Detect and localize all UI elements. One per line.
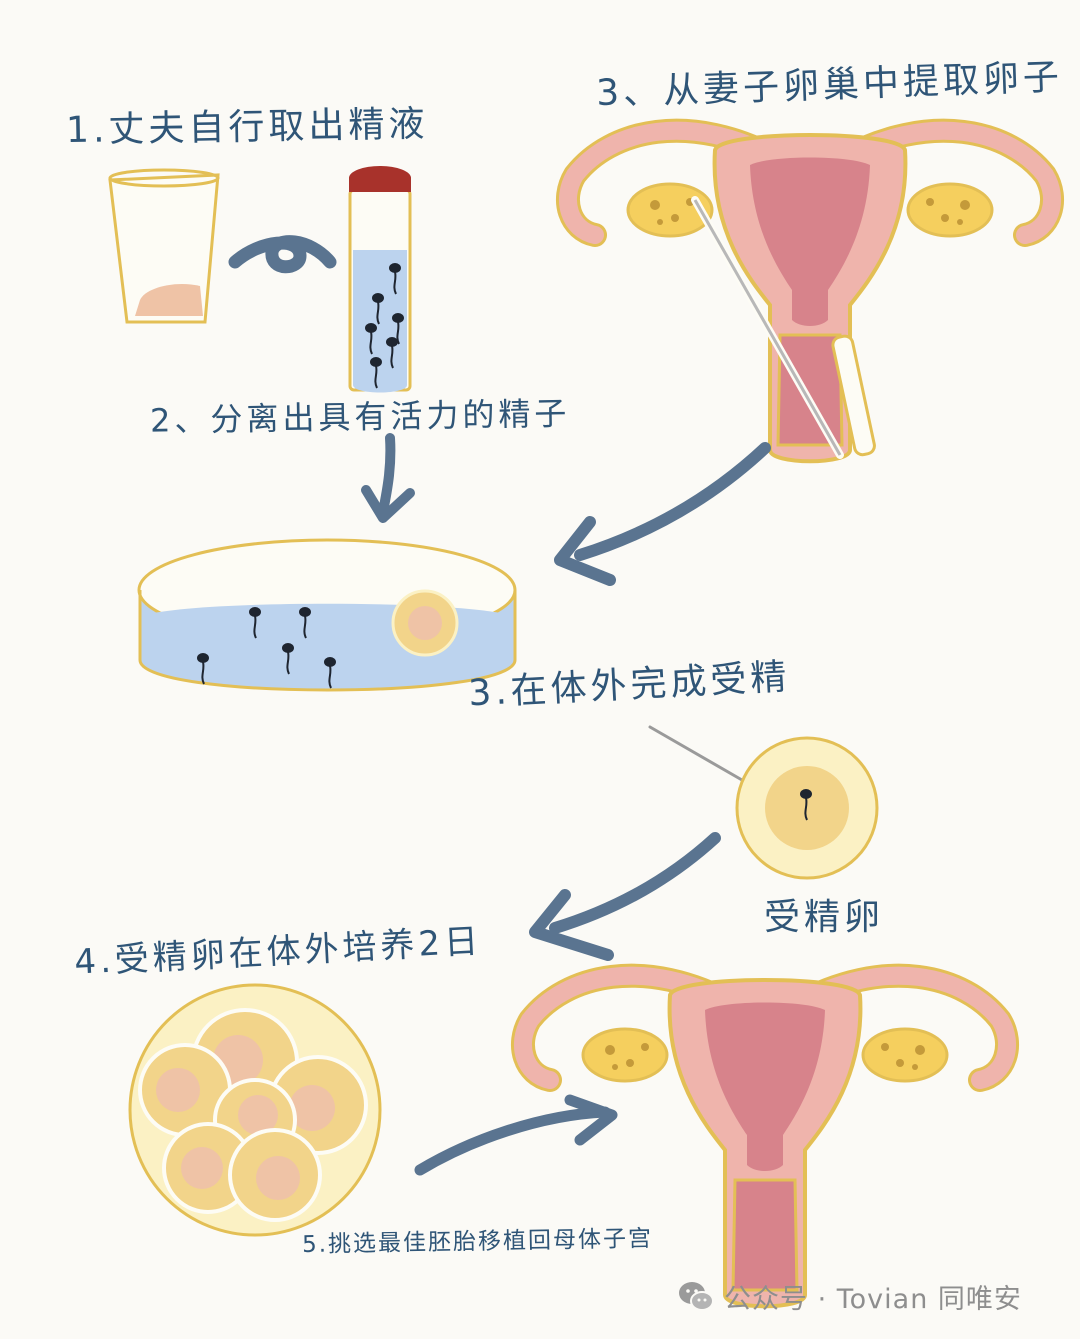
swirl-arrow: [228, 235, 337, 274]
fertilized-egg-label: 受精卵: [764, 897, 885, 938]
test-tube: [348, 166, 412, 393]
watermark: 公众号 · Tovian 同唯安: [676, 1276, 1022, 1316]
uterus-transfer: [523, 976, 1007, 1307]
uterus-retrieval: [568, 131, 1052, 462]
arrow-to-dish: [554, 442, 771, 586]
collection-cup: [108, 168, 220, 324]
arrow-to-uterus: [414, 1094, 618, 1176]
step1-label: 1.丈夫自行取出精液: [65, 103, 429, 152]
step5-label: 5.挑选最佳胚胎移植回母体子宫: [301, 1225, 654, 1259]
wechat-icon: [679, 1282, 714, 1311]
embryo-cluster: [128, 983, 382, 1237]
arrow-to-culture: [529, 832, 721, 961]
watermark-text: 公众号 · Tovian 同唯安: [724, 1283, 1022, 1315]
arrow-down: [361, 433, 415, 523]
step2-label: 2、分离出具有活力的精子: [149, 394, 571, 440]
petri-dish: [137, 538, 517, 692]
fertilized-egg: [648, 725, 879, 880]
